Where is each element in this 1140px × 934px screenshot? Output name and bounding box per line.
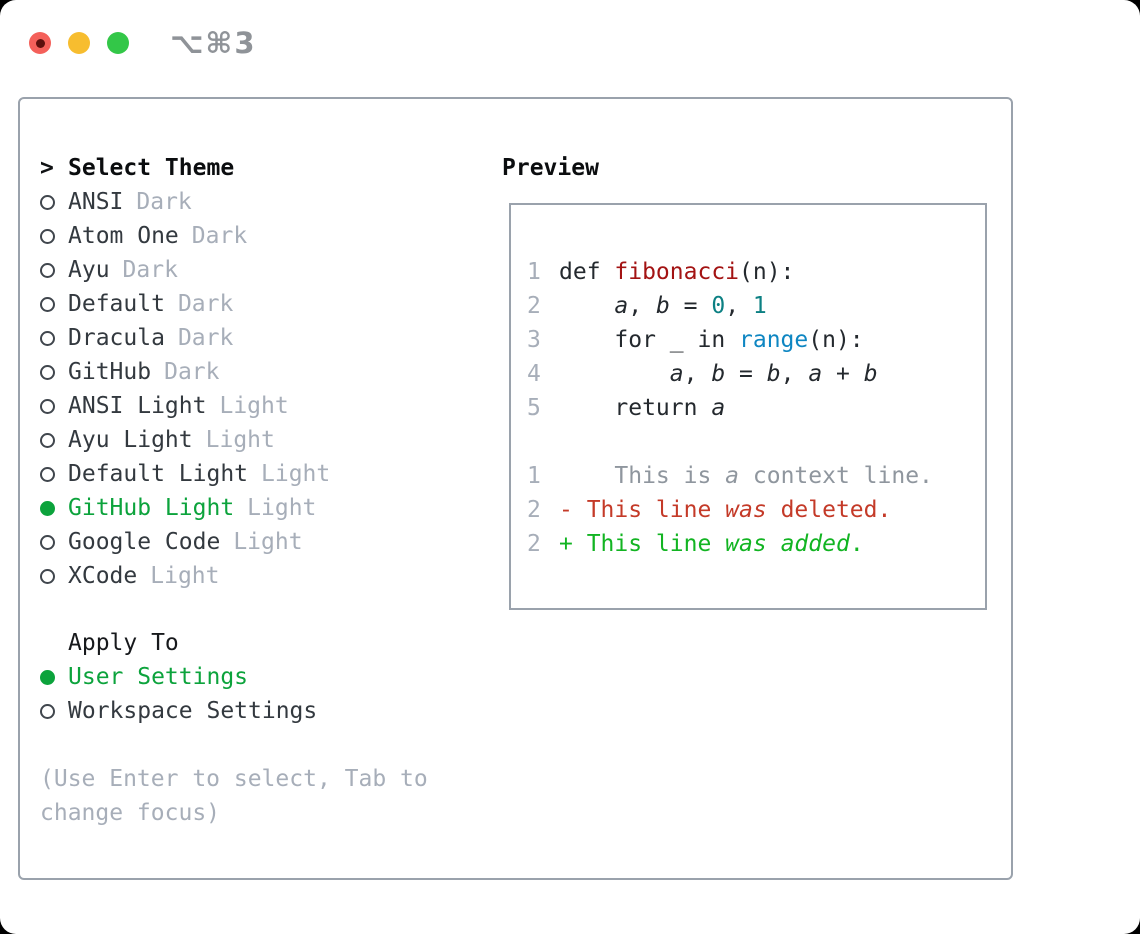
theme-option[interactable]: Atom One Dark — [40, 219, 330, 253]
code-text: a, b = 0, 1 — [614, 293, 767, 319]
code-text: This is a context line. — [559, 463, 933, 489]
apply-option-name: User Settings — [68, 664, 249, 690]
theme-option[interactable]: Dracula Dark — [40, 321, 330, 355]
apply-to-group: Apply To User Settings Workspace Setting… — [40, 626, 317, 728]
theme-option-name: Ayu — [68, 257, 110, 283]
select-theme-header: > Select Theme — [40, 151, 330, 185]
theme-option[interactable]: GitHub Light Light — [40, 491, 330, 525]
close-button[interactable] — [29, 32, 51, 54]
theme-option-tag: Light — [233, 529, 303, 555]
theme-option-tag: Dark — [122, 257, 178, 283]
radio-icon — [40, 194, 55, 210]
radio-icon — [40, 398, 55, 414]
line-number — [527, 425, 541, 459]
theme-option-tag: Dark — [136, 189, 192, 215]
theme-option-tag: Dark — [177, 325, 234, 351]
radio-icon — [40, 296, 55, 312]
theme-option-name: Default — [68, 291, 165, 317]
code-block: 1 def fibonacci(n): 2 a, b = 0, 1 3 for … — [511, 205, 985, 561]
theme-option-tag: Light — [150, 563, 220, 589]
line-number: 2 — [527, 293, 541, 319]
line-number: 3 — [527, 327, 541, 353]
code-line: 1 This is a context line. — [527, 459, 985, 493]
line-number: 1 — [527, 463, 541, 489]
theme-option-name: Atom One — [68, 223, 179, 249]
titlebar: ⌥⌘3 — [29, 26, 257, 60]
focus-caret-icon: > — [40, 155, 54, 181]
code-line: 4 a, b = b, a + b — [527, 357, 985, 391]
theme-option[interactable]: ANSI Light Light — [40, 389, 330, 423]
minimize-button[interactable] — [68, 32, 90, 54]
theme-option-tag: Dark — [191, 223, 248, 249]
select-theme-title: Select Theme — [68, 155, 235, 181]
theme-list: > Select Theme ANSI Dark Atom One Dark A… — [40, 151, 330, 593]
theme-option-tag: Light — [261, 461, 331, 487]
radio-icon — [40, 568, 55, 584]
theme-option[interactable]: XCode Light — [40, 559, 330, 593]
theme-option-tag: Light — [247, 495, 317, 521]
apply-option-name: Workspace Settings — [68, 698, 318, 724]
hint-text: (Use Enter to select, Tab to change focu… — [40, 766, 428, 826]
theme-option[interactable]: Default Dark — [40, 287, 330, 321]
radio-icon — [40, 466, 55, 482]
theme-option-tag: Light — [205, 427, 275, 453]
preview-title: Preview — [502, 155, 599, 181]
code-text: a, b = b, a + b — [669, 361, 878, 387]
theme-option-name: GitHub Light — [68, 495, 235, 521]
theme-option-name: Dracula — [68, 325, 165, 351]
theme-option[interactable]: Default Light Light — [40, 457, 330, 491]
line-number: 1 — [527, 259, 541, 285]
theme-option-name: Ayu Light — [68, 427, 193, 453]
apply-option[interactable]: Workspace Settings — [40, 694, 317, 728]
line-number: 2 — [527, 497, 541, 523]
code-line: 5 return a — [527, 391, 985, 425]
code-text: - This line was deleted. — [559, 497, 892, 523]
modified-dot-icon — [35, 38, 45, 48]
preview-pane: 1 def fibonacci(n): 2 a, b = 0, 1 3 for … — [509, 203, 987, 610]
apply-option[interactable]: User Settings — [40, 660, 317, 694]
radio-icon — [40, 534, 55, 550]
code-line: 2 a, b = 0, 1 — [527, 289, 985, 323]
code-text: return a — [559, 395, 726, 421]
code-line: 2 - This line was deleted. — [527, 493, 985, 527]
theme-option-tag: Light — [219, 393, 289, 419]
zoom-button[interactable] — [107, 32, 129, 54]
radio-icon — [40, 669, 55, 685]
code-line: 2 + This line was added. — [527, 527, 985, 561]
window-title: ⌥⌘3 — [170, 26, 257, 60]
theme-option-name: XCode — [68, 563, 138, 589]
theme-select-panel: > Select Theme ANSI Dark Atom One Dark A… — [18, 97, 1013, 880]
theme-option[interactable]: Ayu Light Light — [40, 423, 330, 457]
theme-option[interactable]: ANSI Dark — [40, 185, 330, 219]
theme-option-name: Google Code — [68, 529, 221, 555]
theme-option[interactable]: GitHub Dark — [40, 355, 330, 389]
code-line: 1 def fibonacci(n): — [527, 255, 985, 289]
apply-to-header: Apply To — [40, 626, 317, 660]
theme-option-name: ANSI — [68, 189, 124, 215]
code-line: 3 for _ in range(n): — [527, 323, 985, 357]
theme-option-name: ANSI Light — [68, 393, 207, 419]
code-text: + This line was added. — [559, 531, 864, 557]
radio-icon — [40, 703, 55, 719]
code-line — [527, 425, 985, 459]
radio-icon — [40, 262, 55, 278]
radio-icon — [40, 364, 55, 380]
radio-icon — [40, 500, 55, 516]
radio-icon — [40, 432, 55, 448]
theme-option[interactable]: Google Code Light — [40, 525, 330, 559]
code-text: for _ in range(n): — [559, 327, 864, 353]
theme-option-tag: Dark — [164, 359, 220, 385]
line-number: 4 — [527, 361, 541, 387]
theme-option-tag: Dark — [177, 291, 234, 317]
theme-option-name: Default Light — [68, 461, 249, 487]
apply-to-title: Apply To — [68, 630, 179, 656]
line-number: 5 — [527, 395, 541, 421]
line-number: 2 — [527, 531, 541, 557]
theme-option-name: GitHub — [68, 359, 152, 385]
code-text: def fibonacci(n): — [559, 259, 795, 285]
radio-icon — [40, 330, 55, 346]
radio-icon — [40, 228, 55, 244]
theme-option[interactable]: Ayu Dark — [40, 253, 330, 287]
